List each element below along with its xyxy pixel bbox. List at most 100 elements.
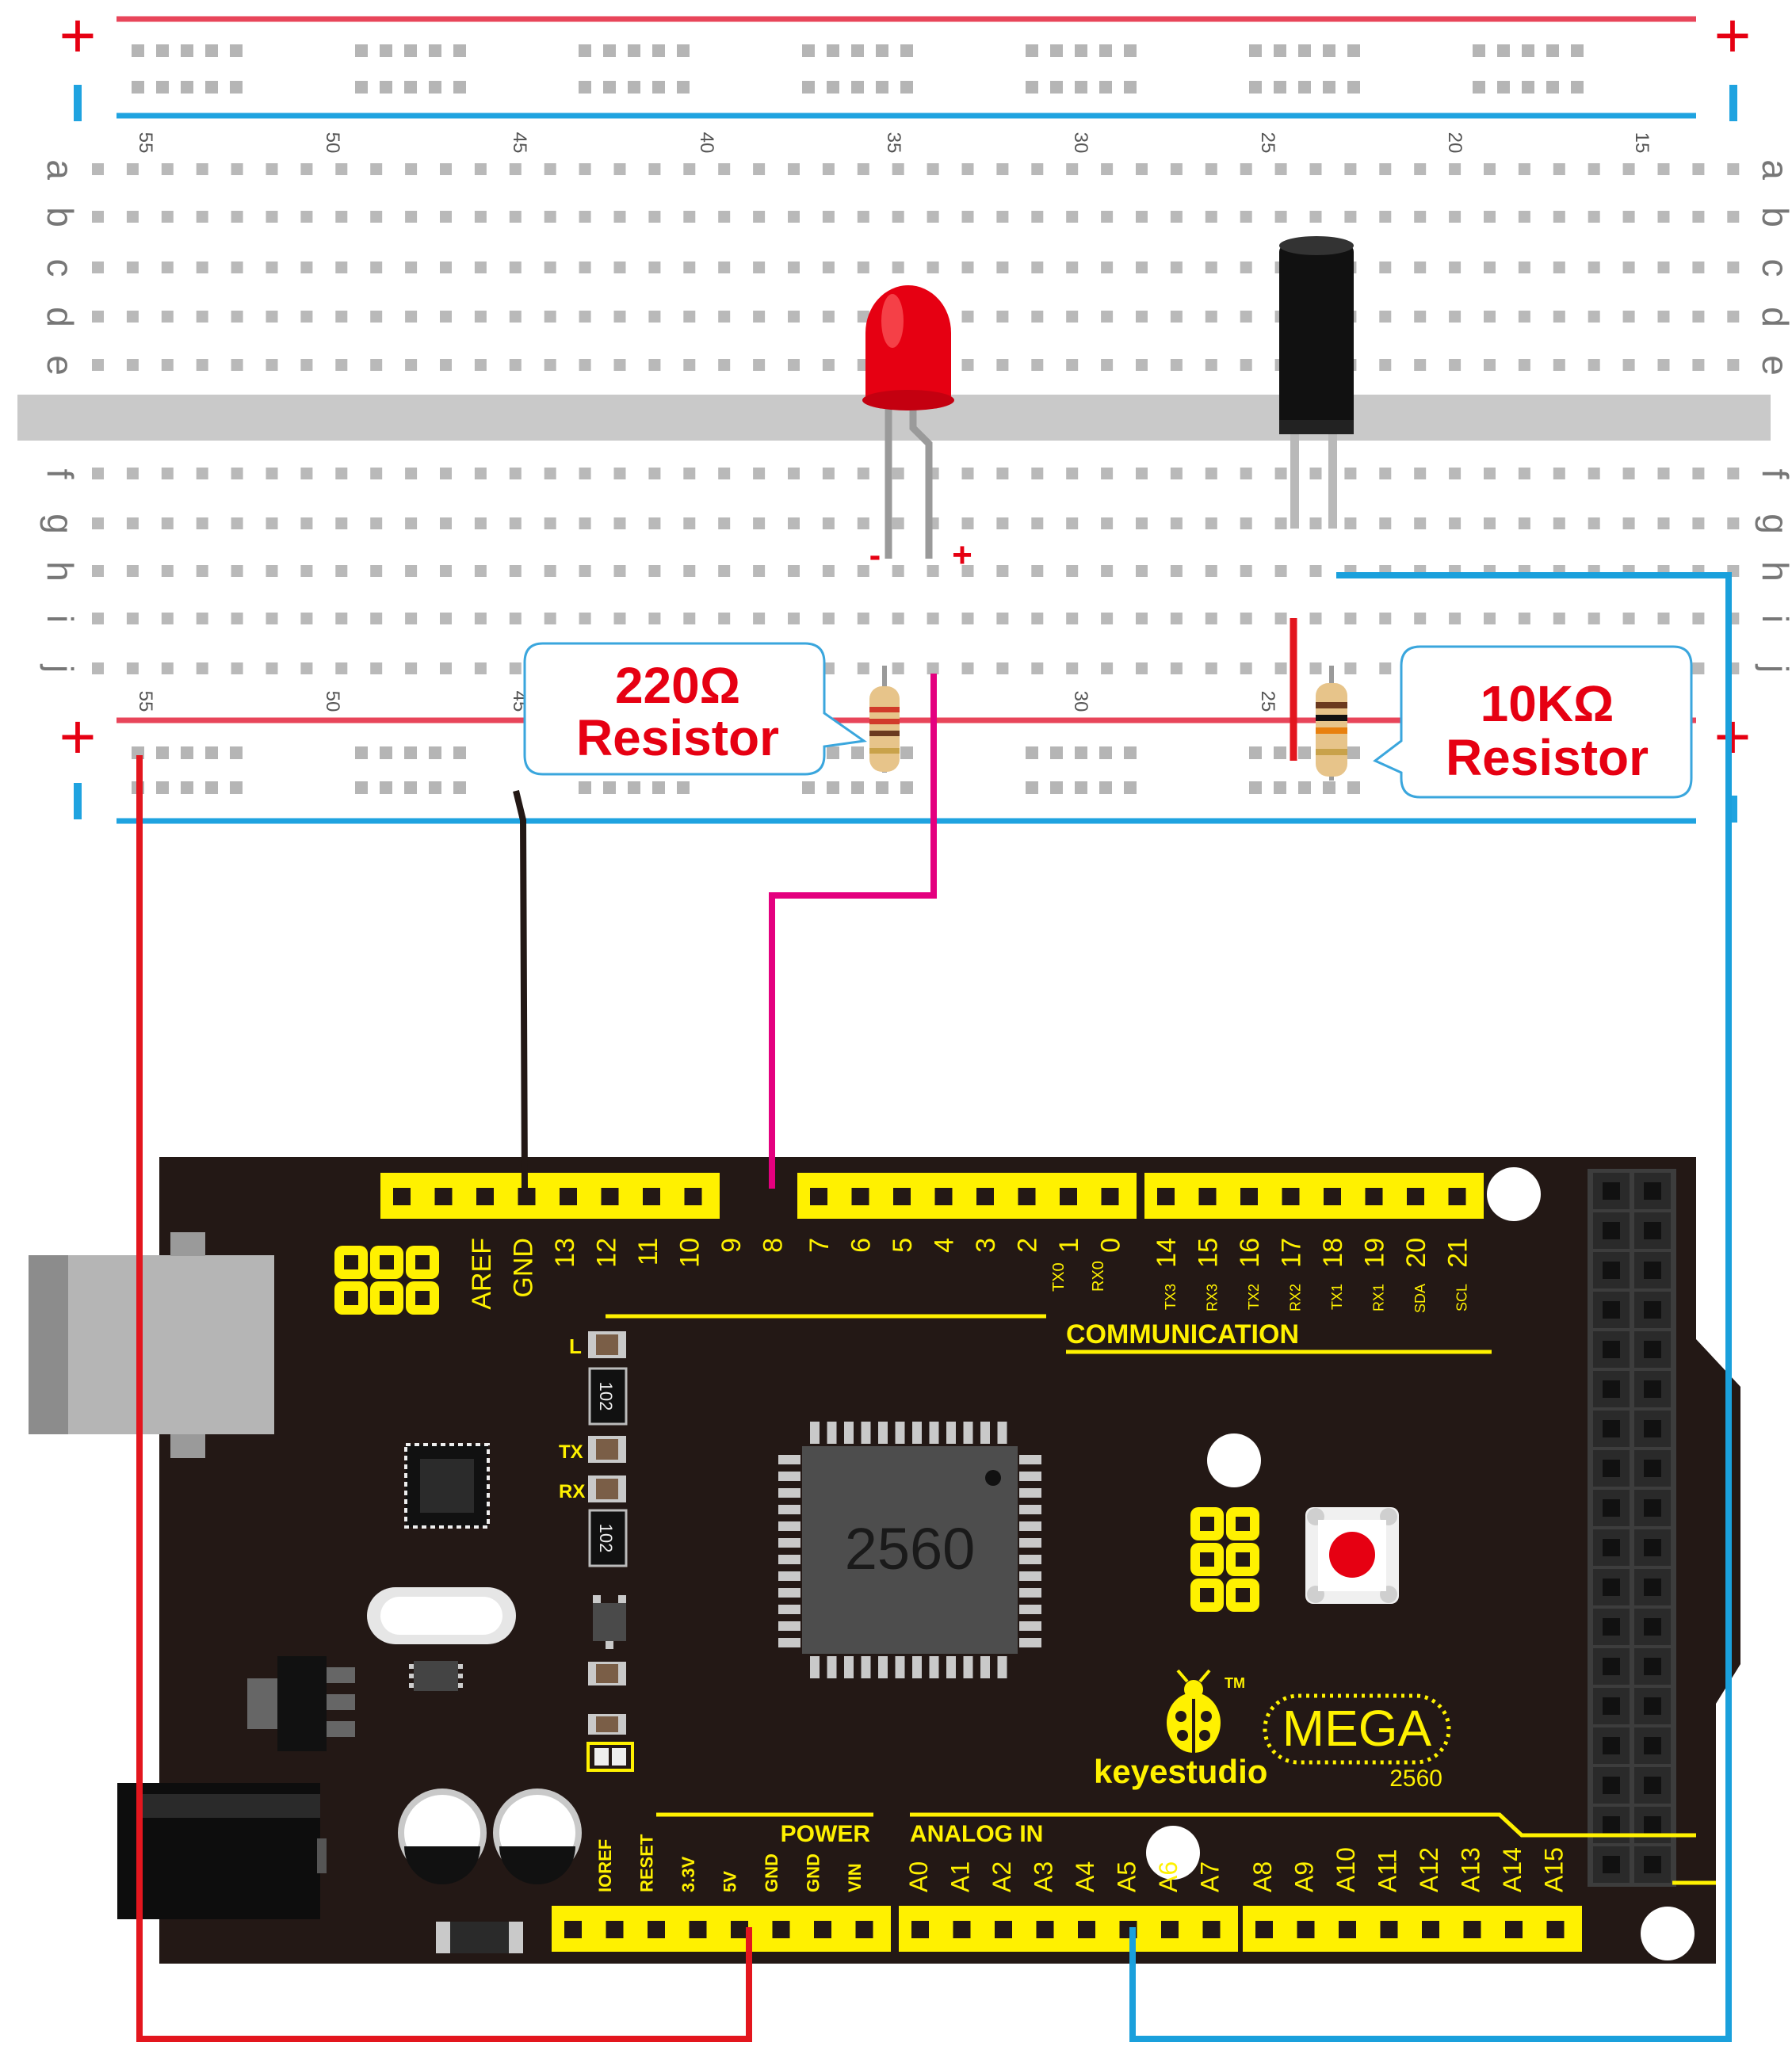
right-header-pin[interactable]: [1603, 1380, 1620, 1398]
right-header-pin[interactable]: [1603, 1420, 1620, 1437]
digital-header-pin[interactable]: [560, 1188, 577, 1205]
analog-header-pin[interactable]: [953, 1921, 971, 1938]
right-header-pin[interactable]: [1644, 1499, 1661, 1517]
right-header-pin[interactable]: [1603, 1697, 1620, 1715]
terminal-hole: [161, 163, 174, 175]
comm-header-pin[interactable]: [1157, 1188, 1175, 1205]
power-header-pin[interactable]: [772, 1921, 790, 1938]
analog-header-pin[interactable]: [1078, 1921, 1095, 1938]
analog-header-pin[interactable]: [911, 1921, 929, 1938]
right-header-pin[interactable]: [1644, 1697, 1661, 1715]
comm-header-pin[interactable]: [1448, 1188, 1466, 1205]
pwm-header-pin[interactable]: [976, 1188, 994, 1205]
analog-header-high-pin[interactable]: [1297, 1921, 1315, 1938]
right-header-pin[interactable]: [1603, 1777, 1620, 1794]
power-header-pin[interactable]: [731, 1921, 748, 1938]
analog-header-high-pin[interactable]: [1422, 1921, 1439, 1938]
right-header-pin[interactable]: [1603, 1579, 1620, 1596]
right-header-pin[interactable]: [1603, 1262, 1620, 1279]
right-header-pin[interactable]: [1603, 1341, 1620, 1358]
pwm-header-pin[interactable]: [1060, 1188, 1077, 1205]
right-header-pin[interactable]: [1644, 1658, 1661, 1675]
digital-header-pin[interactable]: [476, 1188, 494, 1205]
right-header-pin[interactable]: [1644, 1222, 1661, 1239]
power-header-pin[interactable]: [814, 1921, 831, 1938]
analog-header-pin[interactable]: [1036, 1921, 1054, 1938]
pwm-header-pin[interactable]: [934, 1188, 953, 1205]
analog-header-high-pin[interactable]: [1546, 1921, 1565, 1938]
right-header-pin[interactable]: [1644, 1856, 1661, 1873]
right-header-pin[interactable]: [1644, 1182, 1661, 1200]
right-header-pin[interactable]: [1603, 1856, 1620, 1873]
comm-header-pin[interactable]: [1282, 1188, 1300, 1205]
right-header-pin[interactable]: [1644, 1618, 1661, 1636]
analog-header-high-pin[interactable]: [1505, 1921, 1523, 1938]
terminal-hole: [1622, 261, 1635, 273]
digital-header-pin[interactable]: [393, 1188, 411, 1205]
digital-header-pin[interactable]: [434, 1188, 453, 1205]
right-header-pin[interactable]: [1644, 1460, 1661, 1477]
analog-header-high-pin[interactable]: [1463, 1921, 1481, 1938]
power-header-pin[interactable]: [855, 1921, 873, 1938]
analog-header-high-pin[interactable]: [1380, 1921, 1398, 1938]
right-header-pin[interactable]: [1603, 1460, 1620, 1477]
reset-button-icon[interactable]: [1305, 1507, 1399, 1604]
right-header-pin[interactable]: [1644, 1262, 1661, 1279]
power-header-pin[interactable]: [689, 1921, 707, 1938]
analog-header-high-pin[interactable]: [1255, 1921, 1273, 1938]
power-header-pin[interactable]: [564, 1921, 582, 1938]
bottom-rail-hole: [453, 781, 466, 794]
top-rail-hole: [132, 81, 144, 94]
terminal-hole: [1692, 359, 1705, 371]
right-header-pin[interactable]: [1603, 1618, 1620, 1636]
analog-header-high-pin[interactable]: [1339, 1921, 1356, 1938]
right-header-pin[interactable]: [1603, 1222, 1620, 1239]
power-header-pin[interactable]: [648, 1921, 665, 1938]
right-header-pin[interactable]: [1644, 1420, 1661, 1437]
analog-header-body: [899, 1906, 1238, 1952]
right-header-pin[interactable]: [1603, 1816, 1620, 1834]
right-header-pin[interactable]: [1644, 1341, 1661, 1358]
digital-header-pin[interactable]: [643, 1188, 660, 1205]
right-header-pin[interactable]: [1603, 1539, 1620, 1556]
power-header-pin[interactable]: [606, 1921, 624, 1938]
comm-header-pin[interactable]: [1198, 1188, 1217, 1205]
terminal-hole: [1414, 517, 1427, 529]
voltage-regulator: [247, 1656, 355, 1751]
analog-header-pin[interactable]: [1161, 1921, 1179, 1938]
right-header-pin[interactable]: [1644, 1579, 1661, 1596]
terminal-hole: [1414, 163, 1427, 175]
right-header-pin[interactable]: [1644, 1777, 1661, 1794]
digital-header-pin[interactable]: [518, 1188, 536, 1205]
right-header-pin[interactable]: [1603, 1658, 1620, 1675]
right-header-pin[interactable]: [1603, 1182, 1620, 1200]
pwm-header-pin[interactable]: [810, 1188, 827, 1205]
terminal-hole: [996, 662, 1009, 674]
comm-header-pin[interactable]: [1365, 1188, 1383, 1205]
right-header-pin[interactable]: [1644, 1539, 1661, 1556]
comm-header-pin[interactable]: [1407, 1188, 1424, 1205]
analog-header-pin[interactable]: [995, 1921, 1012, 1938]
column-number: 25: [1257, 132, 1278, 154]
pwm-header-pin[interactable]: [893, 1188, 911, 1205]
right-header-pin[interactable]: [1644, 1737, 1661, 1754]
digital-header-pin[interactable]: [684, 1188, 702, 1205]
analog-header-pin[interactable]: [1202, 1921, 1221, 1938]
comm-header-pin[interactable]: [1324, 1188, 1341, 1205]
right-header-pin[interactable]: [1644, 1301, 1661, 1319]
pin-label: 3: [971, 1238, 1001, 1253]
right-header-pin[interactable]: [1644, 1816, 1661, 1834]
pwm-header-pin[interactable]: [1101, 1188, 1119, 1205]
right-header-pin[interactable]: [1603, 1499, 1620, 1517]
pin-label: RX2: [1288, 1284, 1304, 1311]
comm-header-pin[interactable]: [1240, 1188, 1258, 1205]
pwm-header-pin[interactable]: [851, 1188, 869, 1205]
digital-header-pin[interactable]: [601, 1188, 619, 1205]
pwm-header-pin[interactable]: [1018, 1188, 1036, 1205]
right-header-pin[interactable]: [1603, 1301, 1620, 1319]
right-header-pin[interactable]: [1603, 1737, 1620, 1754]
top-rail-hole: [1099, 81, 1112, 94]
right-header-pin[interactable]: [1644, 1380, 1661, 1398]
